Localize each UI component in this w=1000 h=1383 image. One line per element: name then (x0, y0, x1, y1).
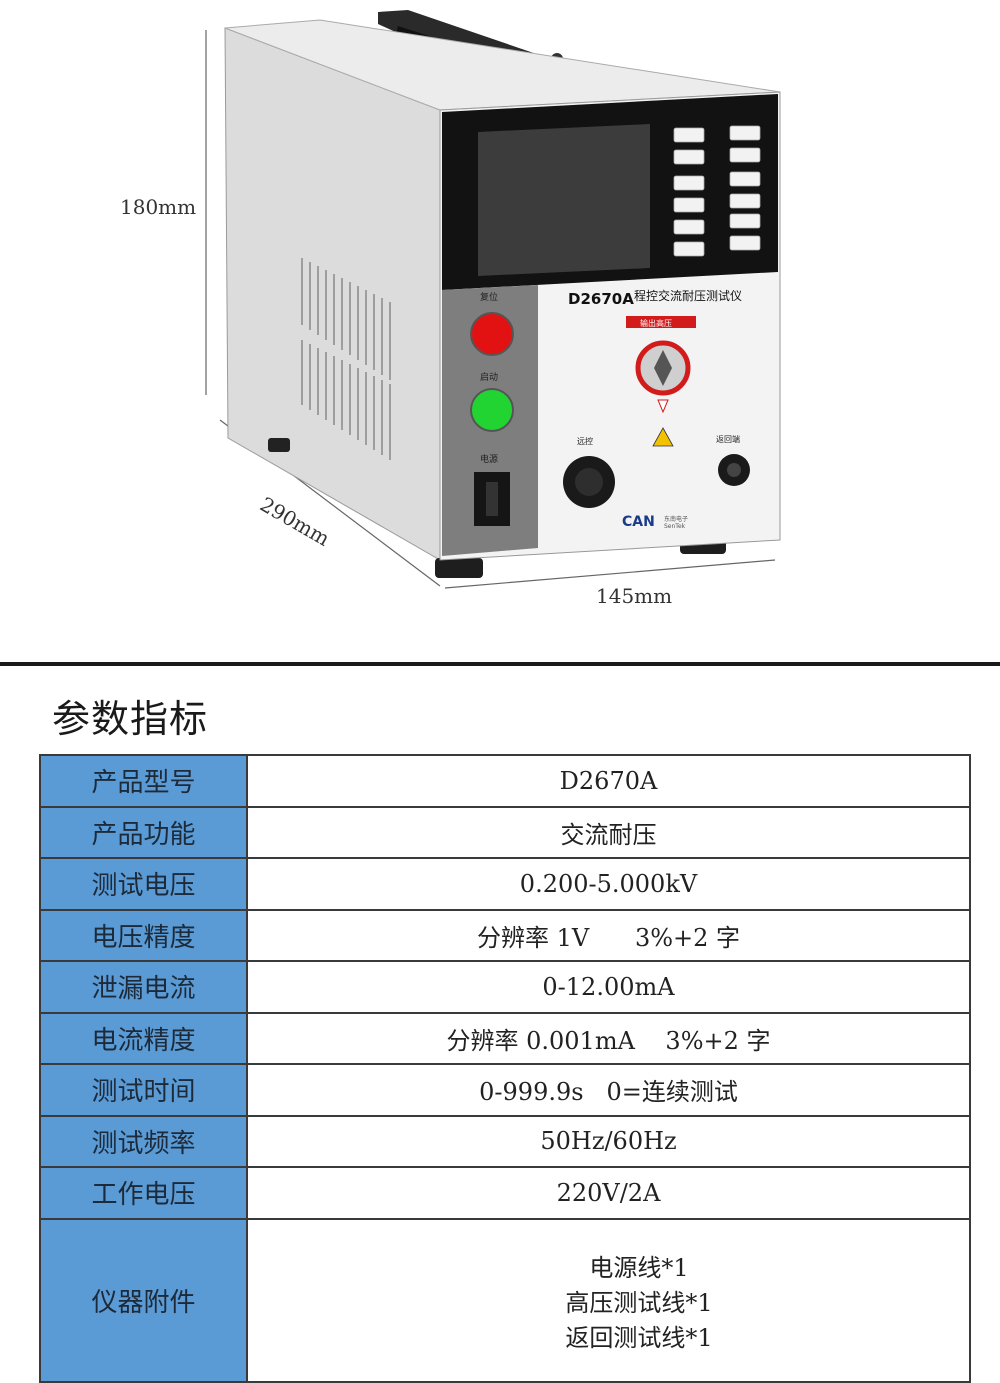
section-divider (0, 662, 1000, 666)
table-row: 测试时间 0-999.9s 0=连续测试 (39, 1063, 971, 1117)
spec-value: 电源线*1 高压测试线*1 返回测试线*1 (246, 1217, 971, 1383)
table-row: 电流精度 分辨率 0.001mA 3%+2 字 (39, 1011, 971, 1065)
spec-value: 0.200-5.000kV (246, 857, 971, 911)
brand-cn: 东南电子 (664, 515, 688, 523)
spec-value: 分辨率 1V 3%+2 字 (246, 908, 971, 962)
spec-key: 产品型号 (39, 754, 248, 808)
width-dimension: 145mm (596, 584, 673, 608)
spec-value: D2670A (246, 754, 971, 808)
return-label: 返回端 (716, 434, 740, 444)
start-label: 启动 (480, 371, 498, 383)
spec-value: 50Hz/60Hz (246, 1114, 971, 1168)
table-row: 测试电压 0.200-5.000kV (39, 857, 971, 911)
accessory-item: 电源线*1 (589, 1253, 689, 1282)
spec-key: 测试电压 (39, 857, 248, 911)
model-title: 程控交流耐压测试仪 (634, 288, 742, 303)
spec-value: 0-12.00mA (246, 960, 971, 1014)
table-row: 仪器附件 电源线*1 高压测试线*1 返回测试线*1 (39, 1217, 971, 1383)
remote-label: 远控 (577, 436, 593, 446)
spec-key: 工作电压 (39, 1166, 248, 1220)
spec-key: 测试频率 (39, 1114, 248, 1168)
power-label: 电源 (480, 453, 498, 465)
table-row: 电压精度 分辨率 1V 3%+2 字 (39, 908, 971, 962)
spec-value: 分辨率 0.001mA 3%+2 字 (246, 1011, 971, 1065)
accessory-item: 返回测试线*1 (565, 1323, 713, 1352)
spec-key: 电压精度 (39, 908, 248, 962)
brand-logo: CAN (622, 514, 655, 530)
table-row: 产品型号 D2670A (39, 754, 971, 808)
reset-button[interactable] (470, 312, 514, 356)
spec-key: 产品功能 (39, 805, 248, 859)
accessory-item: 高压测试线*1 (565, 1288, 713, 1317)
table-row: 测试频率 50Hz/60Hz (39, 1114, 971, 1168)
product-image: 复位 启动 电源 D2670A 程控交流耐压测试仪 输出高压 远控 返回端 CA… (0, 0, 1000, 660)
model-label: D2670A (568, 290, 634, 308)
spec-value: 220V/2A (246, 1166, 971, 1220)
height-dimension: 180mm (120, 195, 197, 219)
brand-en: SenTek (664, 523, 686, 530)
instrument-illustration: 复位 启动 电源 D2670A 程控交流耐压测试仪 输出高压 远控 返回端 CA… (205, 10, 781, 589)
spec-key: 电流精度 (39, 1011, 248, 1065)
table-row: 工作电压 220V/2A (39, 1166, 971, 1220)
start-button[interactable] (470, 388, 514, 432)
table-row: 泄漏电流 0-12.00mA (39, 960, 971, 1014)
spec-key: 测试时间 (39, 1063, 248, 1117)
reset-label: 复位 (480, 291, 498, 303)
spec-title: 参数指标 (52, 697, 209, 741)
spec-value: 0-999.9s 0=连续测试 (246, 1063, 971, 1117)
output-label: 输出高压 (640, 318, 672, 328)
spec-table: 产品型号 D2670A 产品功能 交流耐压 测试电压 0.200-5.000kV… (39, 754, 971, 1383)
table-row: 产品功能 交流耐压 (39, 805, 971, 859)
spec-key: 泄漏电流 (39, 960, 248, 1014)
spec-value: 交流耐压 (246, 805, 971, 859)
spec-key: 仪器附件 (39, 1217, 248, 1383)
